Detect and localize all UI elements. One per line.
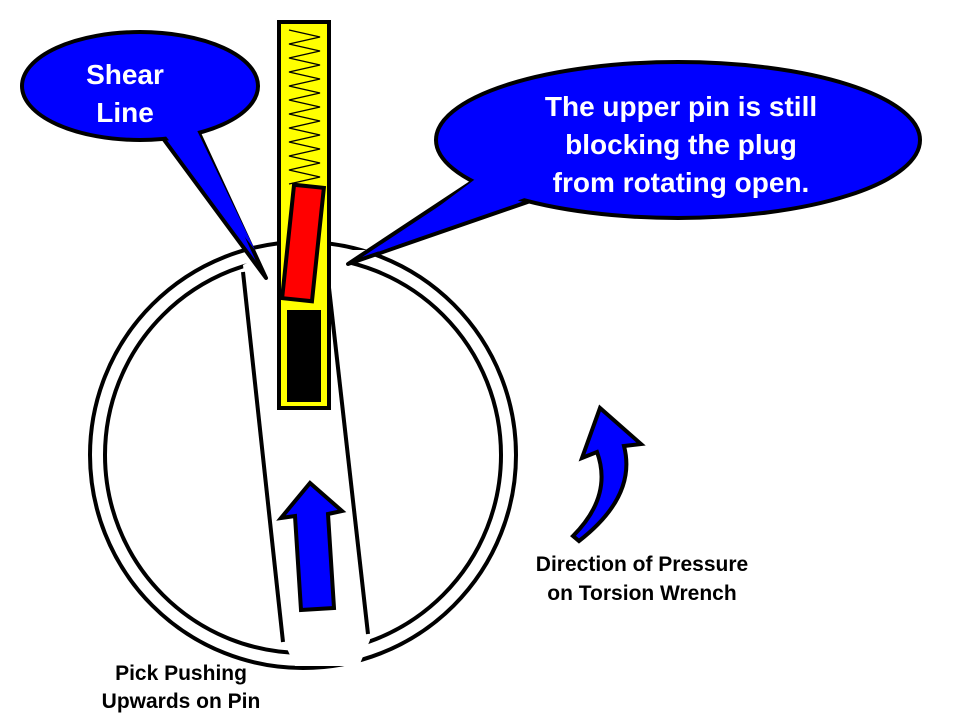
driver-pin	[279, 182, 327, 304]
keyway-right-edge	[325, 269, 370, 635]
torsion-arrow-icon	[570, 404, 646, 544]
upper-pin-callout-text: The upper pin is still blocking the plug…	[544, 91, 818, 198]
upper-pin-callout	[346, 60, 922, 266]
key-pin	[285, 308, 323, 404]
spring	[288, 29, 321, 185]
keyway-left-edge	[241, 271, 285, 643]
pick-arrow-icon	[276, 480, 347, 613]
pick-pushing-label: Pick Pushing Upwards on Pin	[101, 662, 261, 713]
shear-line-callout	[20, 30, 268, 280]
shear-line-callout-text: Shear Line	[86, 59, 164, 128]
torsion-direction-label: Direction of Pressure on Torsion Wrench	[535, 553, 749, 605]
